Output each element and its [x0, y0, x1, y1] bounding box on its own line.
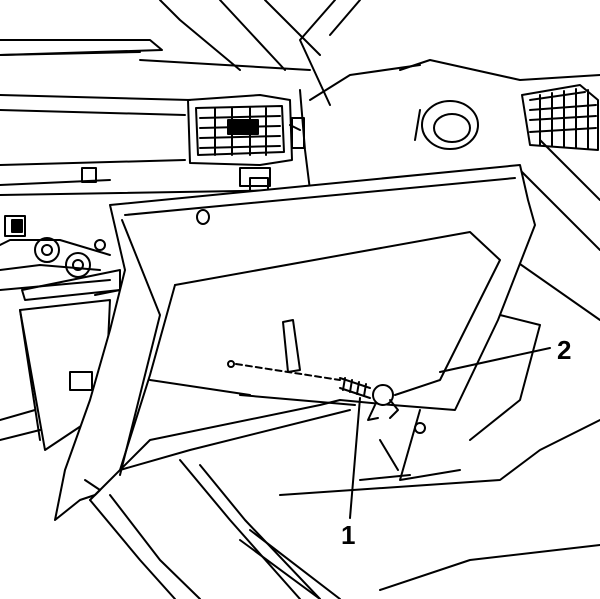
screw — [227, 360, 399, 421]
door-panel — [279, 59, 600, 496]
dashboard-controls — [0, 215, 111, 291]
windshield-edge — [0, 0, 311, 71]
glovebox-lid — [54, 164, 536, 521]
round-vent — [414, 100, 479, 150]
callout-label-1: 1 — [341, 520, 356, 550]
side-air-vent — [521, 84, 599, 151]
callout-leaders — [349, 347, 551, 519]
dashboard-upper — [0, 89, 311, 196]
leader-2 — [439, 347, 551, 373]
a-pillar — [219, 0, 421, 106]
lower-console — [0, 409, 600, 599]
center-air-vent — [187, 94, 305, 193]
leader-1 — [349, 397, 361, 519]
callout-label-2: 2 — [557, 335, 572, 365]
